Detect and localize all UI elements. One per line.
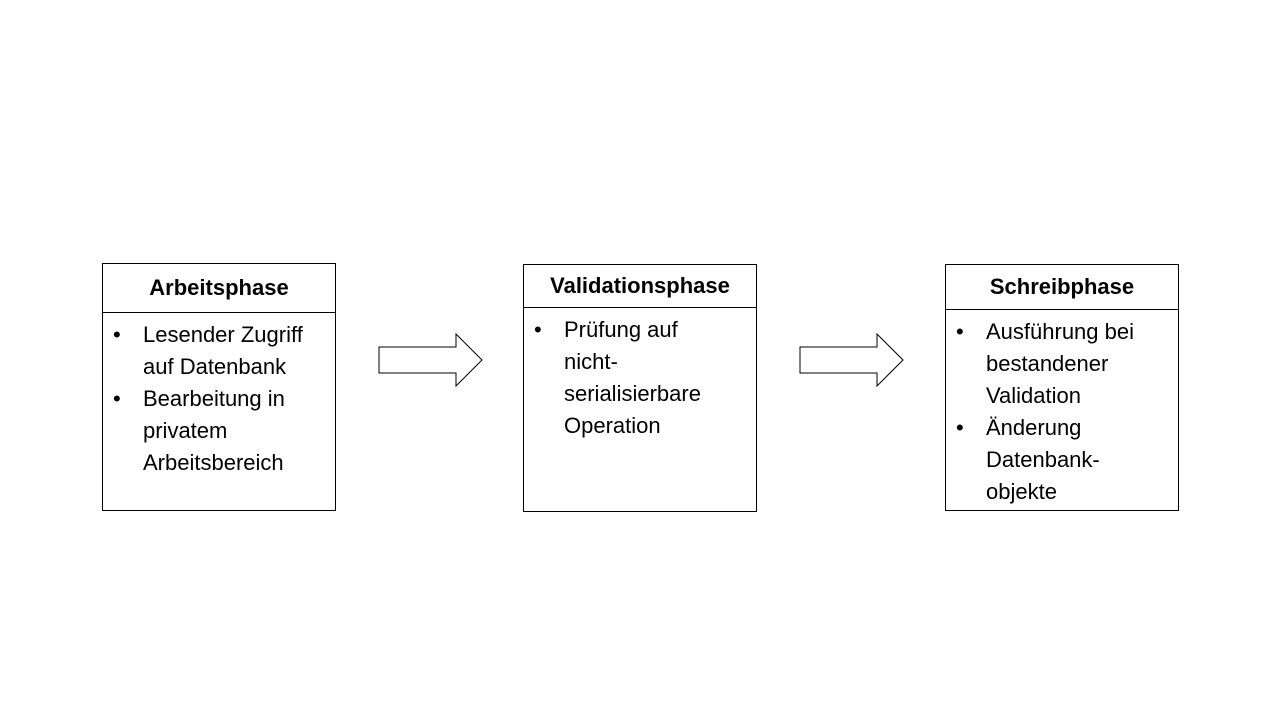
- phase-title-validationsphase: Validationsphase: [524, 265, 756, 308]
- list-item-text: Ausführung bei bestandener Validation: [986, 319, 1134, 408]
- list-item: • Änderung Datenbank- objekte: [946, 412, 1178, 508]
- phase-title-arbeitsphase: Arbeitsphase: [103, 264, 335, 313]
- phase-box-validationsphase: Validationsphase • Prüfung auf nicht- se…: [523, 264, 757, 512]
- phase-body-schreibphase: • Ausführung bei bestandener Validation …: [946, 310, 1178, 508]
- phase-body-validationsphase: • Prüfung auf nicht- serialisierbare Ope…: [524, 308, 756, 442]
- list-item: • Prüfung auf nicht- serialisierbare Ope…: [524, 314, 756, 442]
- phase-body-arbeitsphase: • Lesender Zugriff auf Datenbank • Bearb…: [103, 313, 335, 479]
- phase-box-schreibphase: Schreibphase • Ausführung bei bestandene…: [945, 264, 1179, 511]
- phase-title-schreibphase: Schreibphase: [946, 265, 1178, 310]
- bullet-icon: •: [534, 317, 542, 342]
- list-item-text: Prüfung auf nicht- serialisierbare Opera…: [564, 317, 701, 438]
- list-item-text: Lesender Zugriff auf Datenbank: [143, 322, 303, 379]
- bullet-icon: •: [956, 319, 964, 344]
- right-arrow-icon: [378, 333, 483, 387]
- list-item-text: Änderung Datenbank- objekte: [986, 415, 1100, 504]
- bullet-icon: •: [956, 415, 964, 440]
- bullet-icon: •: [113, 386, 121, 411]
- phase-box-arbeitsphase: Arbeitsphase • Lesender Zugriff auf Date…: [102, 263, 336, 511]
- list-item: • Lesender Zugriff auf Datenbank: [103, 319, 335, 383]
- list-item: • Ausführung bei bestandener Validation: [946, 316, 1178, 412]
- bullet-icon: •: [113, 322, 121, 347]
- list-item: • Bearbeitung in privatem Arbeitsbereich: [103, 383, 335, 479]
- right-arrow-icon: [799, 333, 904, 387]
- list-item-text: Bearbeitung in privatem Arbeitsbereich: [143, 386, 285, 475]
